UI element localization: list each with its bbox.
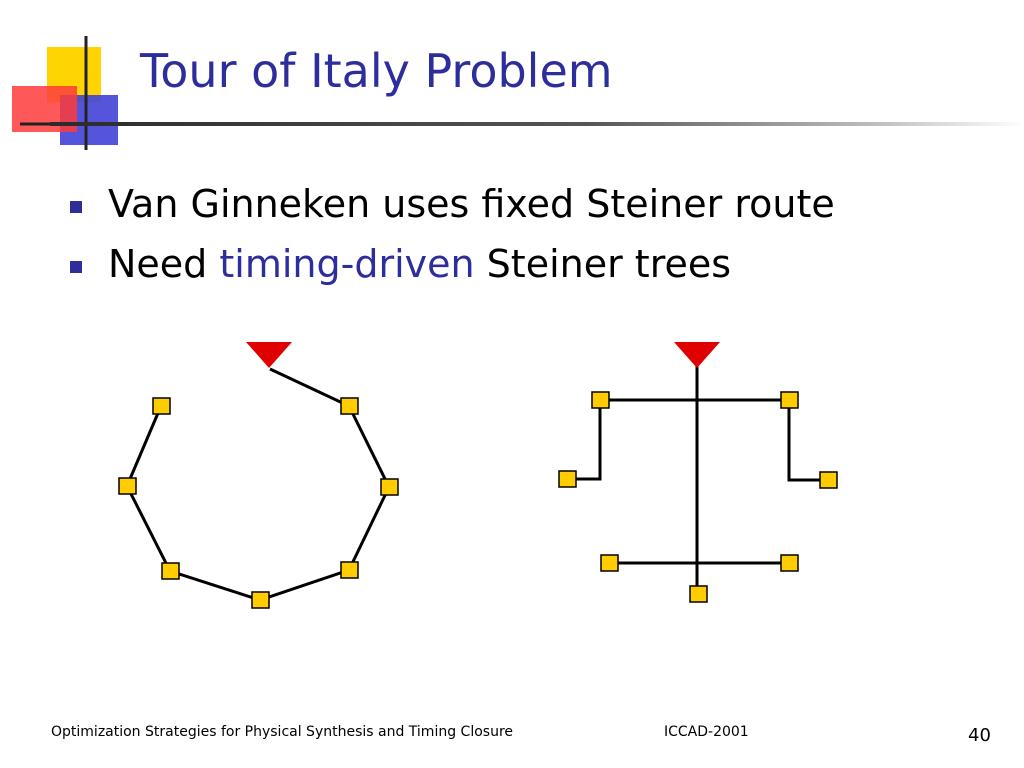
tour-source-triangle [246,342,292,368]
sink-node [689,585,708,603]
sink-node [340,561,359,579]
sink-node [780,391,799,409]
sink-node [819,471,838,489]
sink-node [251,591,270,609]
sink-node [558,470,577,488]
tree-sink-nodes [558,391,838,603]
bullet-list: Van Ginneken uses fixed Steiner route Ne… [70,174,835,294]
footer-title: Optimization Strategies for Physical Syn… [51,724,513,740]
tree-source-triangle [674,342,720,368]
sink-node [340,397,359,415]
bullet-text: Need timing-driven Steiner trees [108,242,731,286]
title-underline [50,122,1024,126]
bullet-text: Van Ginneken uses fixed Steiner route [108,182,835,226]
bullet-square-icon [70,201,82,213]
bullet-prefix: Need [108,242,220,286]
sink-node [591,391,610,409]
sink-node [161,562,180,580]
tree-right-branch-wire [787,400,828,482]
slide-number: 40 [968,725,991,746]
sink-node [152,397,171,415]
sink-node [600,554,619,572]
bullet-item: Van Ginneken uses fixed Steiner route [70,174,835,234]
slide-logo [12,36,140,150]
bullet-suffix: Steiner trees [474,242,732,286]
footer-conference: ICCAD-2001 [664,724,749,740]
tree-left-branch-wire [567,400,602,481]
tour-route-diagram [125,367,391,602]
sink-node [118,477,137,495]
tour-sink-nodes [118,397,399,609]
slide-title: Tour of Italy Problem [140,44,613,98]
bullet-item: Need timing-driven Steiner trees [70,234,835,294]
sink-node [780,554,799,572]
steiner-tree-diagram [567,360,828,594]
bullet-emphasis: timing-driven [219,242,475,286]
bullet-square-icon [70,261,82,273]
sink-node [380,478,399,496]
tour-route-wire [125,367,391,602]
